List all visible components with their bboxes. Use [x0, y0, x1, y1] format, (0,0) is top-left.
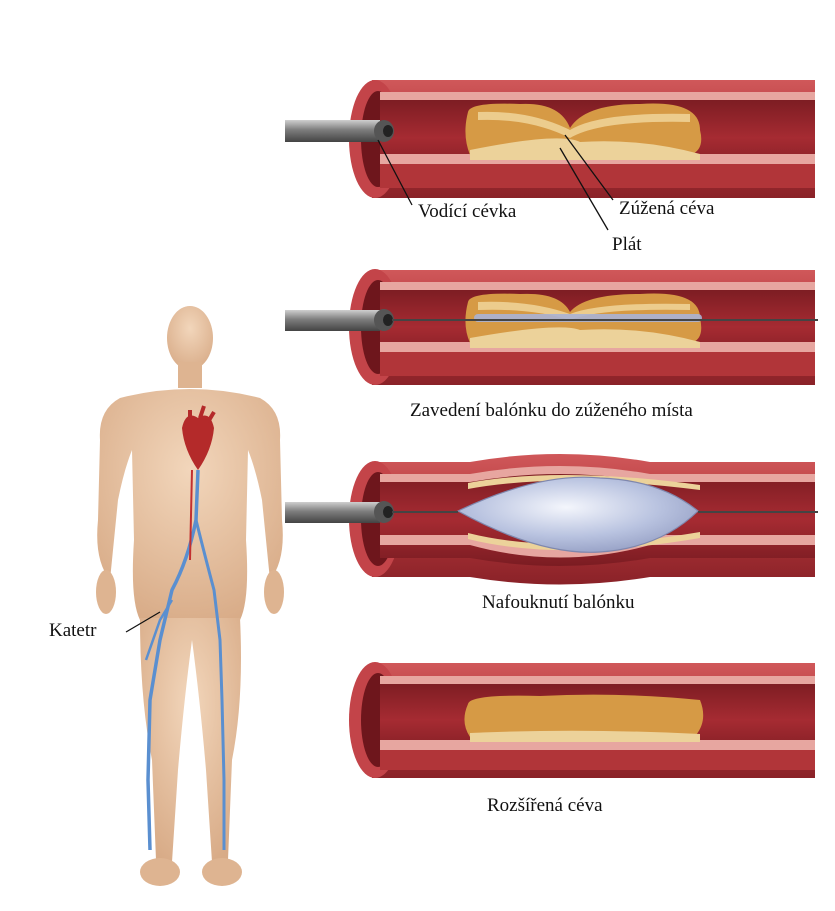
guide-catheter — [285, 310, 380, 331]
panel-widened-vessel — [349, 662, 815, 778]
label-narrowed-vessel: Zúžená céva — [619, 198, 715, 219]
label-plaque: Plát — [612, 234, 642, 255]
label-catheter: Katetr — [49, 620, 97, 641]
guide-catheter — [285, 120, 380, 142]
human-body-figure — [96, 306, 284, 886]
label-insert-balloon: Zavedení balónku do zúženého místa — [410, 400, 693, 421]
plaque — [464, 695, 703, 737]
panel-inflate-balloon — [285, 454, 818, 585]
label-inflate-balloon: Nafouknutí balónku — [482, 592, 635, 613]
label-guide-tube: Vodící cévka — [418, 201, 517, 222]
guide-catheter — [285, 502, 380, 523]
panel-narrowed-vessel — [285, 80, 815, 230]
panel-insert-balloon — [285, 269, 818, 385]
label-widened-vessel: Rozšířená céva — [487, 795, 603, 816]
